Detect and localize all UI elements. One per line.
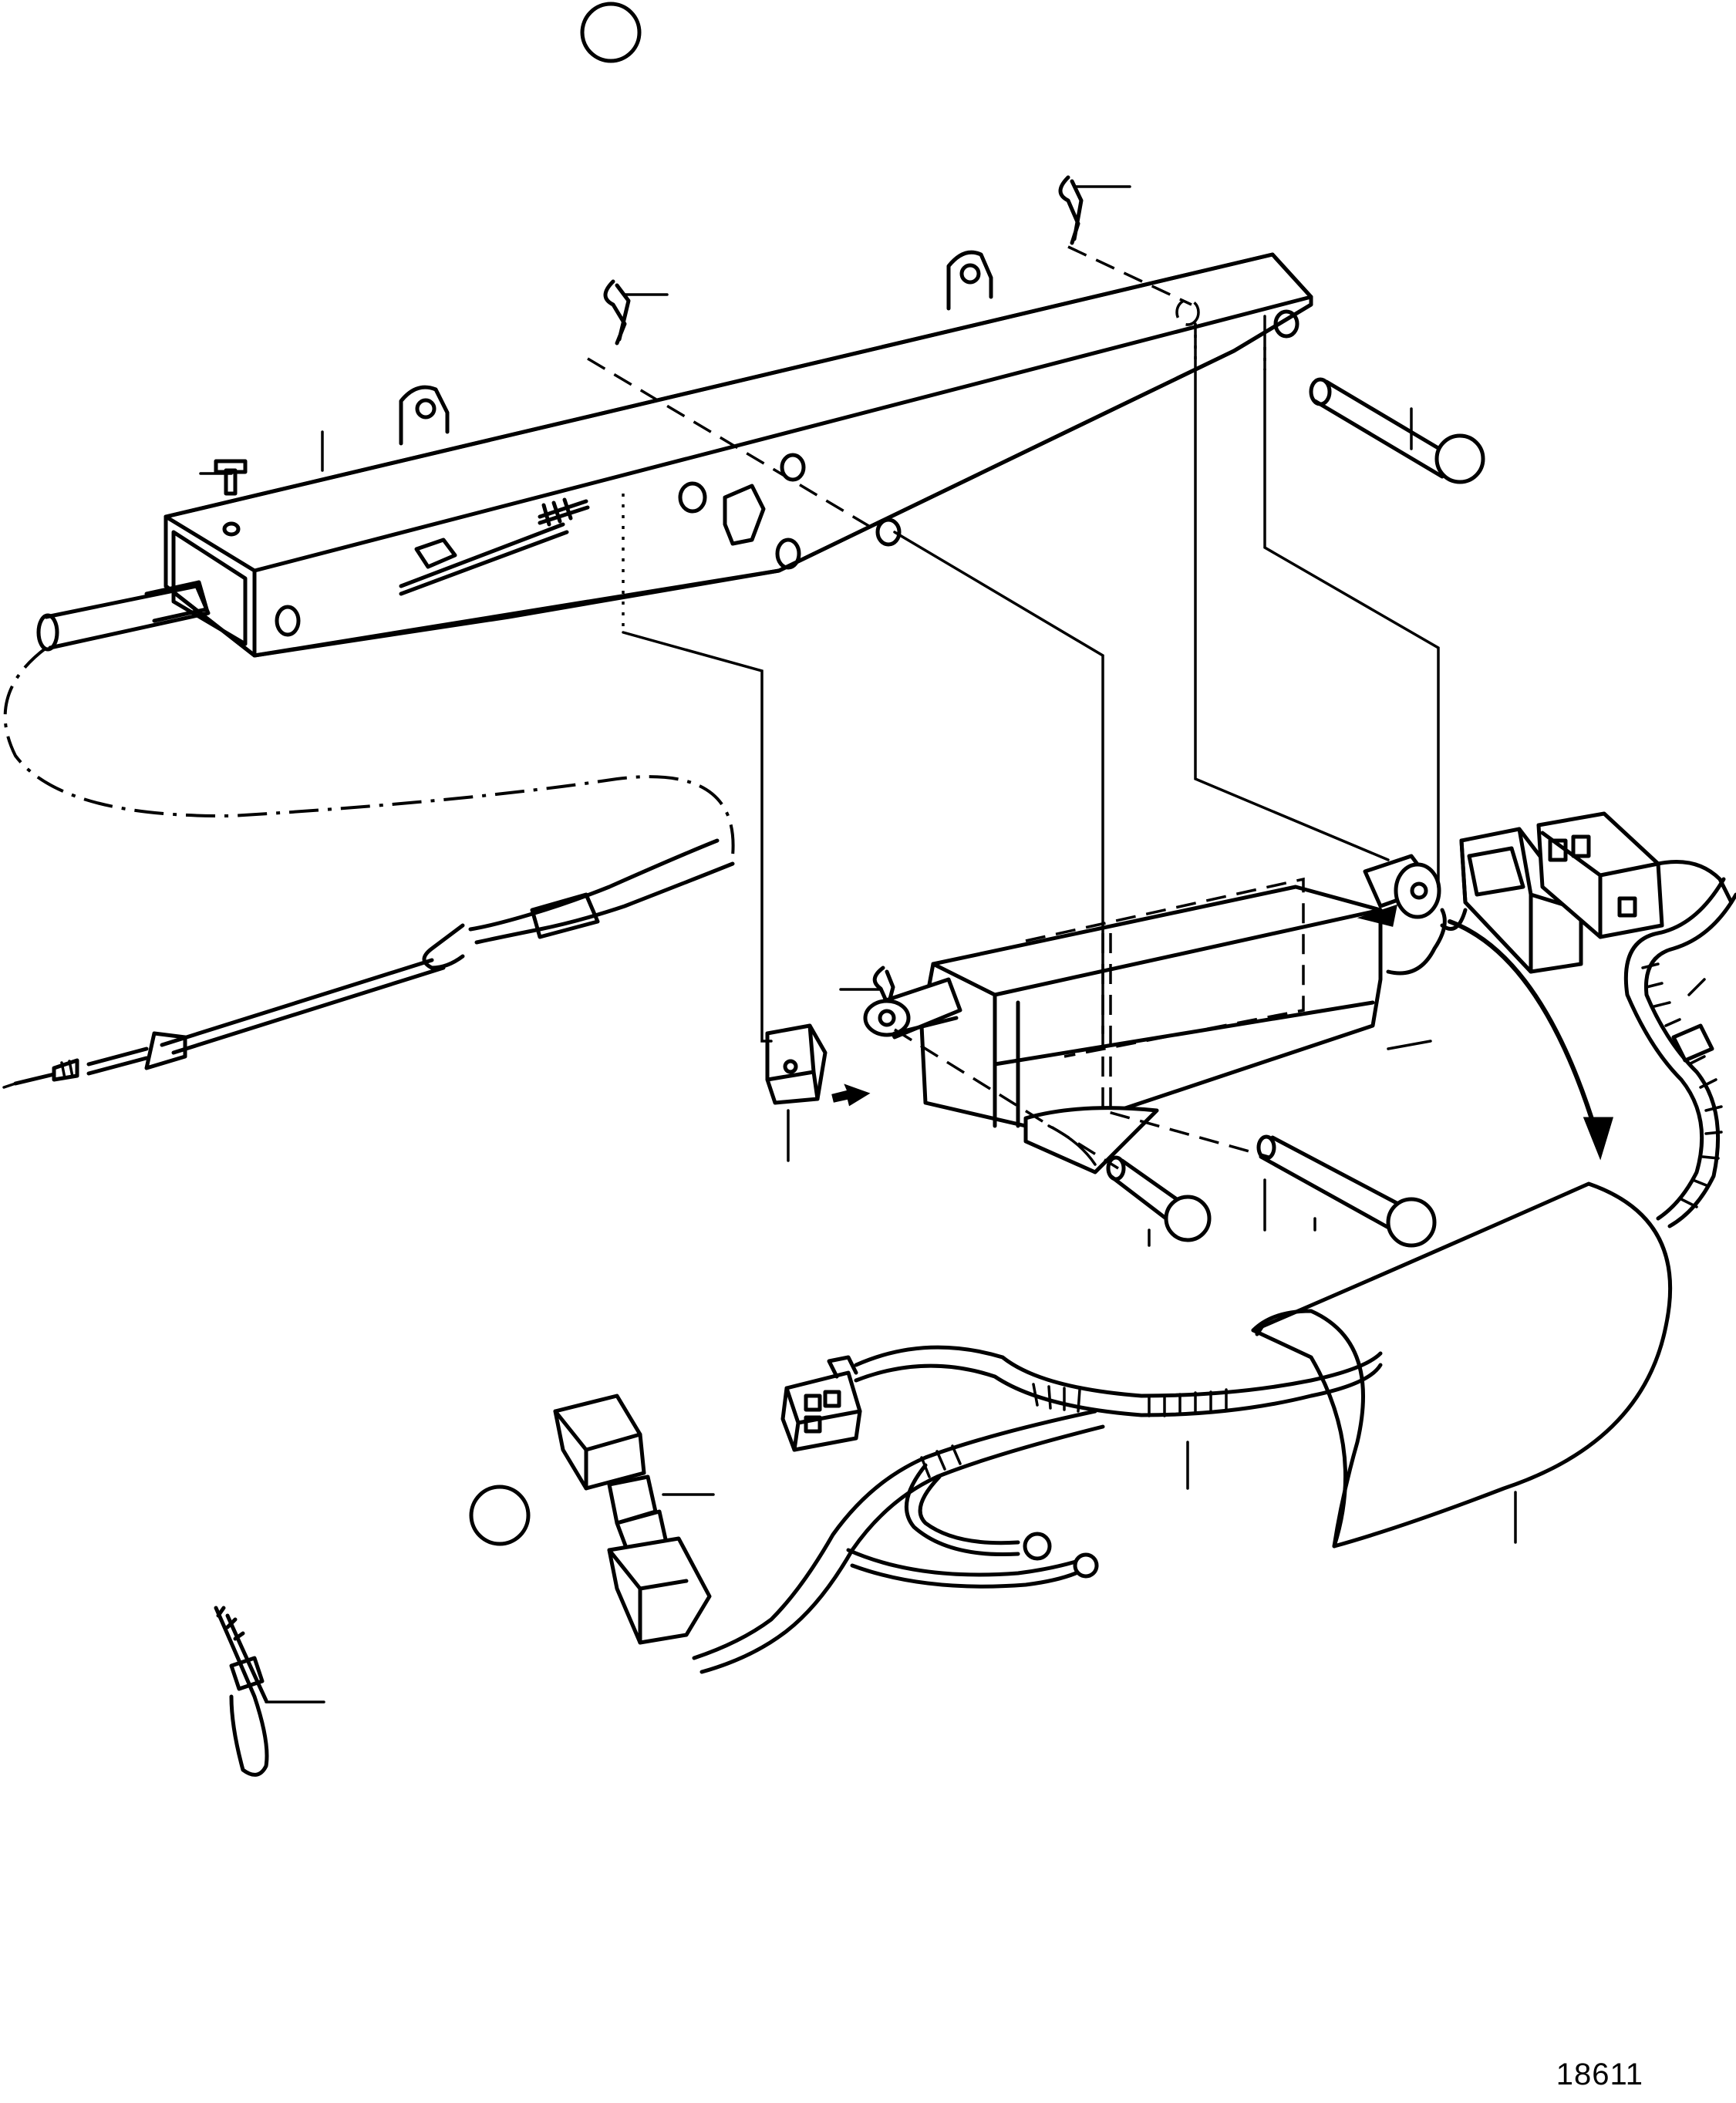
hairpin-clips: [603, 175, 1084, 1020]
control-cable: [3, 497, 735, 1086]
leader-lines: [2, 185, 1706, 1704]
figure-number: 18611: [1556, 2058, 1643, 2091]
alignment-lines: [587, 245, 1269, 1170]
mounting-bracket: [163, 250, 1313, 658]
circle-marker-bottom: [469, 1485, 531, 1546]
cable-tie: [214, 1606, 269, 1777]
clevis-pin-long: [1256, 1134, 1437, 1248]
actuator-unit: [863, 854, 1447, 1175]
plug-connector-pair: [1440, 811, 1734, 974]
wiring-harness-lower: [553, 1345, 1383, 1674]
square-nut: [765, 1023, 871, 1107]
wiring-harness-right: [1623, 877, 1736, 1228]
circle-marker-top: [580, 2, 642, 63]
curved-arrow: [1357, 904, 1614, 1161]
clevis-pin-top: [1309, 377, 1485, 484]
clevis-pin-short: [1106, 1155, 1212, 1242]
protective-cover: [1251, 1181, 1673, 1549]
